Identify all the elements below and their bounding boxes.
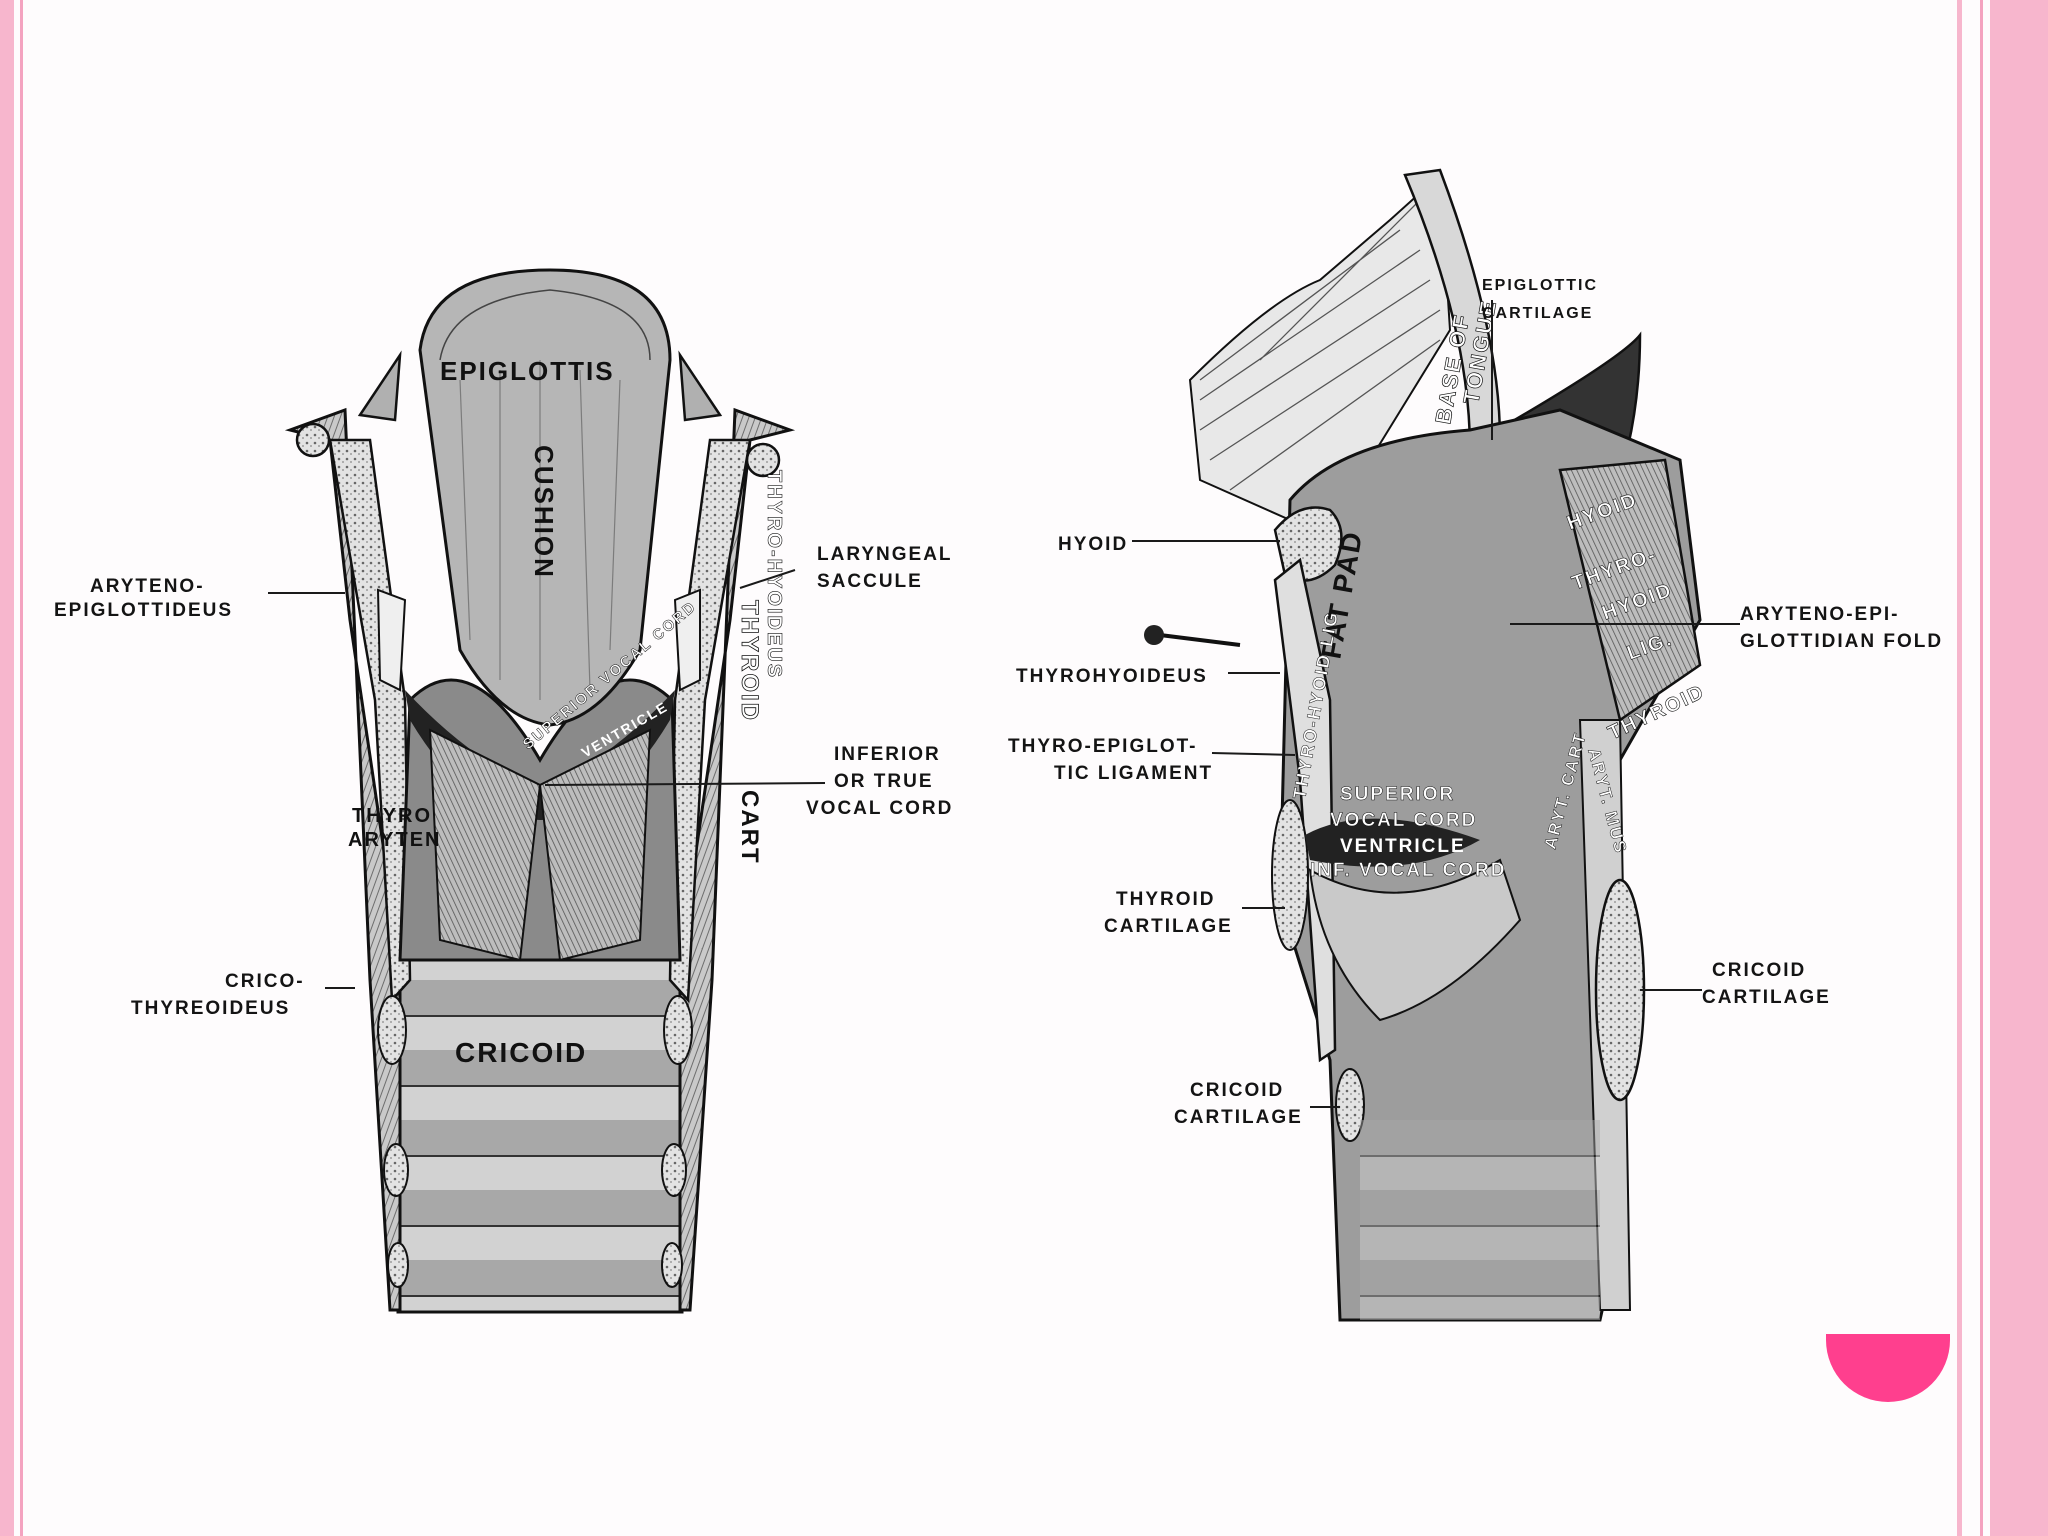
callout-aryteno-epi-1: ARYTENO-EPI-: [1740, 604, 1899, 625]
callout-cricoid-low-1: CRICOID: [1190, 1080, 1284, 1101]
label-thyro-hyoideus: THYRO-HYOIDEUS: [763, 470, 785, 679]
label-cart: CART: [736, 790, 763, 865]
callout-inferior-1: INFERIOR: [834, 744, 941, 765]
callout-epiglottic-1: EPIGLOTTIC: [1482, 277, 1598, 294]
label-aryten: ARYTEN: [348, 829, 441, 851]
callout-aryteno-epi-2: GLOTTIDIAN FOLD: [1740, 631, 1943, 652]
left-border-band: [0, 0, 14, 1536]
label-ventricle-inline: VENTRICLE: [1340, 836, 1466, 857]
label-vocal-cord-inline: VOCAL CORD: [1330, 810, 1477, 831]
callout-thyro-epiglot-2: TIC LIGAMENT: [1054, 763, 1213, 784]
callout-cricoid-low-2: CARTILAGE: [1174, 1107, 1303, 1128]
callout-thyroid-cartilage-1: THYROID: [1116, 889, 1216, 910]
left-larynx-figure: EPIGLOTTIS CUSHION THYRO-HYOIDEUS THYROI…: [284, 268, 796, 1314]
callout-thyro-epiglot-1: THYRO-EPIGLOT-: [1008, 736, 1198, 757]
label-thyroid: THYROID: [736, 600, 763, 722]
label-thyro-left: THYRO: [352, 805, 432, 827]
callout-crico-1: CRICO-: [225, 971, 305, 992]
callout-aryteno-1: ARYTENO-: [90, 576, 205, 597]
label-superior-inline: SUPERIOR: [1340, 784, 1455, 805]
right-larynx-figure: BASE OF TONGUE FAT PAD THYRO-HYOID LIG H…: [1144, 168, 1709, 1322]
callout-thyrohyoideus: THYROHYOIDEUS: [1016, 666, 1208, 687]
callout-laryngeal-2: SACCULE: [817, 571, 923, 592]
label-epiglottis: EPIGLOTTIS: [440, 356, 615, 386]
callout-cricoid-right-1: CRICOID: [1712, 960, 1806, 981]
callout-cricoid-right-2: CARTILAGE: [1702, 987, 1831, 1008]
callout-hyoid: HYOID: [1058, 534, 1128, 555]
left-border-line: [20, 0, 23, 1536]
callout-crico-2: THYREOIDEUS: [131, 998, 290, 1019]
label-inf-vocal-cord-inline: INF. VOCAL CORD: [1310, 860, 1506, 881]
right-border-band: [1990, 0, 2048, 1536]
callout-aryteno-2: EPIGLOTTIDEUS: [54, 600, 233, 621]
callout-inferior-3: VOCAL CORD: [806, 798, 953, 819]
callout-laryngeal-1: LARYNGEAL: [817, 544, 953, 565]
callout-epiglottic-2: CARTILAGE: [1482, 305, 1593, 322]
right-border-line: [1980, 0, 1983, 1536]
label-cricoid-left: CRICOID: [455, 1037, 587, 1068]
left-callouts: ARYTENO- EPIGLOTTIDEUS LARYNGEAL SACCULE…: [54, 544, 953, 1019]
right-border-thin-band: [1957, 0, 1962, 1536]
callout-thyroid-cartilage-2: CARTILAGE: [1104, 916, 1233, 937]
callout-inferior-2: OR TRUE: [834, 771, 934, 792]
label-cushion: CUSHION: [529, 445, 559, 579]
right-callouts: EPIGLOTTIC CARTILAGE HYOID THYROHYOIDEUS…: [1008, 277, 1943, 1128]
